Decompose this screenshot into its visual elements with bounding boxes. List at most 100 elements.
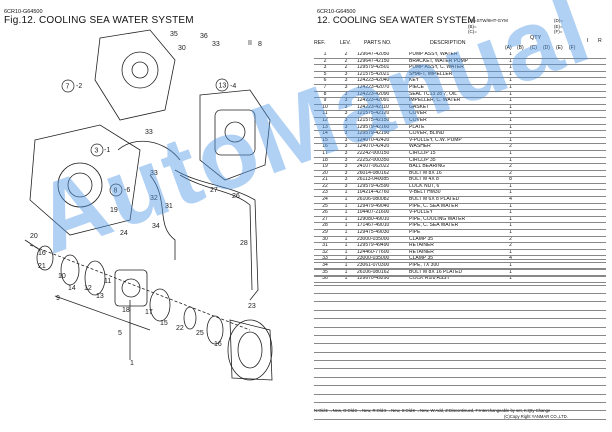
r-cell	[594, 189, 606, 198]
i-cell	[582, 209, 594, 217]
qty-e-cell	[556, 58, 569, 66]
qty-f-cell	[569, 183, 582, 191]
lev-cell: 1	[336, 209, 356, 217]
header-lev: LEV.	[340, 40, 351, 46]
part-number-cell: 26014-080162	[356, 170, 408, 178]
svg-text:27: 27	[210, 187, 218, 194]
lev-cell: 1	[336, 249, 356, 257]
qty-b-cell	[517, 275, 530, 283]
qty-b-cell	[517, 124, 530, 132]
qty-f-cell	[569, 77, 582, 85]
qty-b-cell	[517, 117, 530, 125]
lev-cell: 3	[336, 183, 356, 191]
qty-f-cell	[569, 209, 582, 217]
qty-a-cell: 1	[504, 91, 517, 99]
qty-d-cell	[543, 229, 556, 237]
qty-d-cell	[543, 64, 556, 72]
svg-text:17: 17	[145, 309, 153, 316]
i-cell	[582, 170, 594, 178]
qty-a-cell: 1	[504, 150, 517, 158]
qty-a-cell: 1	[504, 249, 517, 257]
svg-text:13: 13	[96, 293, 104, 300]
svg-text:35: 35	[170, 31, 178, 38]
qty-d-cell	[543, 222, 556, 231]
description-cell: KEY	[408, 77, 504, 85]
qty-f-cell	[569, 176, 582, 184]
r-cell	[594, 124, 606, 132]
r-cell	[594, 110, 606, 118]
i-cell	[582, 91, 594, 99]
qty-f-cell	[569, 71, 582, 79]
qty-e-cell	[556, 209, 569, 217]
i-cell	[582, 52, 594, 59]
list-code: 6CR10-G64500	[317, 9, 356, 15]
part-number-cell: 171467-49010	[356, 222, 408, 231]
figure-title: Fig.12. COOLING SEA WATER SYSTEM	[4, 15, 194, 26]
r-cell	[594, 275, 606, 283]
ref-cell: 32	[314, 249, 336, 257]
description-cell: PIPE	[408, 229, 504, 237]
ref-cell: 12	[314, 117, 336, 125]
lev-cell: 1	[336, 275, 356, 283]
description-cell: PUMP ASSY, C. WATER	[408, 64, 504, 72]
header-desc: DESCRIPTION	[430, 40, 466, 46]
qty-a-cell: 1	[504, 77, 517, 85]
qty-b-cell	[517, 170, 530, 178]
qty-d-cell	[543, 124, 556, 132]
qty-f-cell	[569, 170, 582, 178]
qty-f-cell	[569, 249, 582, 257]
svg-text:33: 33	[145, 129, 153, 136]
qty-e-cell	[556, 275, 569, 283]
qty-a-cell: 1	[504, 183, 517, 191]
i-cell	[582, 124, 594, 132]
lev-cell: 3	[336, 77, 356, 85]
qty-d-cell	[543, 130, 556, 138]
lev-cell: 3	[336, 91, 356, 99]
lev-cell: 3	[336, 143, 356, 151]
i-cell	[582, 117, 594, 125]
ref-cell: 30	[314, 236, 336, 244]
r-cell	[594, 229, 606, 237]
r-cell	[594, 130, 606, 138]
r-cell	[594, 176, 606, 184]
qty-e-cell	[556, 216, 569, 224]
qty-f-cell	[569, 242, 582, 250]
i-cell	[582, 163, 594, 171]
qty-a-cell: 2	[504, 143, 517, 151]
qty-a-cell: 1	[504, 203, 517, 211]
qty-c-cell	[530, 269, 543, 277]
r-cell	[594, 196, 606, 204]
part-number-cell: 124223-42090	[356, 91, 408, 99]
diagram-panel: 6CR10-G64500 Fig.12. COOLING SEA WATER S…	[0, 0, 300, 432]
qty-e-cell	[556, 52, 569, 59]
svg-text:21: 21	[38, 263, 46, 270]
svg-text:24: 24	[120, 230, 128, 237]
qty-c-cell	[530, 143, 543, 151]
ref-cell: 2	[314, 58, 336, 66]
part-number-cell: 104214-42760	[356, 189, 408, 198]
svg-text:25: 25	[196, 330, 204, 337]
description-cell: PIECE	[408, 84, 504, 92]
qty-b-cell	[517, 183, 530, 191]
ref-cell: 27	[314, 216, 336, 224]
qty-a-cell: 2	[504, 242, 517, 250]
part-number-cell: 124223-42091	[356, 97, 408, 105]
qty-a-cell: 1	[504, 130, 517, 138]
description-cell: SEAL TC13 28 7, OIL	[408, 91, 504, 99]
qty-a-cell: 1	[504, 209, 517, 217]
ref-cell: 36	[314, 275, 336, 283]
part-number-cell: 24107-062022	[356, 163, 408, 171]
qty-f-cell	[569, 222, 582, 231]
qty-a-cell: 2	[504, 170, 517, 178]
svg-text:-6: -6	[124, 187, 130, 194]
qty-c-cell	[530, 275, 543, 283]
part-number-cell: 129080-49010	[356, 216, 408, 224]
qty-c-cell	[530, 110, 543, 118]
qty-a-cell: 1	[504, 216, 517, 224]
